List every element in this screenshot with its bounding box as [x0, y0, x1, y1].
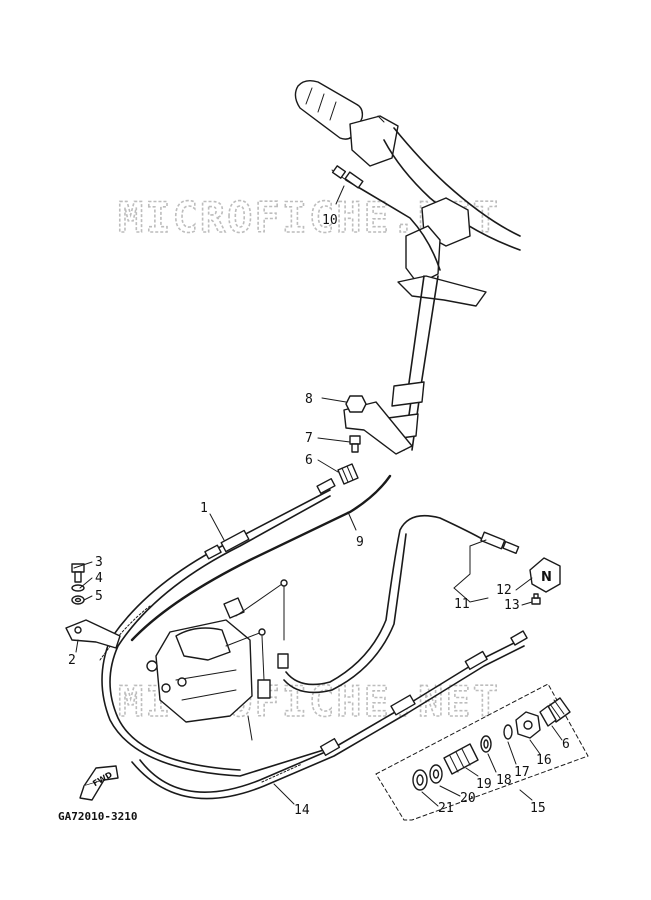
- callout-5: 5: [95, 589, 103, 604]
- part-19-body: [443, 743, 479, 775]
- part-20-washer: [429, 764, 443, 784]
- part-13-screw: [531, 593, 541, 605]
- part-16-nut: [515, 711, 541, 739]
- callout-13: 13: [504, 598, 520, 613]
- callout-12: 12: [496, 583, 512, 598]
- callout-6b: 6: [562, 737, 570, 752]
- diagram-code: GA72010-3210: [58, 810, 137, 823]
- callout-2: 2: [68, 653, 76, 668]
- part-12-knob: N: [529, 557, 561, 593]
- part-5-washer: [71, 595, 85, 605]
- part-17-washer: [503, 724, 513, 740]
- callout-11: 11: [454, 597, 470, 612]
- callout-19: 19: [476, 777, 492, 792]
- fwd-arrow-icon: FWD: [79, 765, 119, 801]
- handlebar-assembly: [294, 79, 521, 455]
- part-21-seal: [412, 769, 428, 791]
- callout-20: 20: [460, 791, 476, 806]
- part-6-boot: [337, 463, 359, 485]
- callout-15: 15: [530, 801, 546, 816]
- callout-21: 21: [438, 801, 454, 816]
- callout-6a: 6: [305, 453, 313, 468]
- part-9-cable: [99, 474, 392, 661]
- callout-7: 7: [305, 431, 313, 446]
- callouts: 10 8 7 6 1 9 3 4 5 2 12 13 11 14 15 6 16…: [68, 213, 570, 818]
- callout-10: 10: [322, 213, 338, 228]
- part-7-bolt: [349, 435, 361, 453]
- part-18-oring: [480, 735, 492, 753]
- kit-15-box: [375, 683, 589, 821]
- knob-label: N: [541, 570, 552, 585]
- callout-16: 16: [536, 753, 552, 768]
- part-14-cable: [131, 630, 528, 800]
- callout-14: 14: [294, 803, 310, 818]
- callout-17: 17: [514, 765, 530, 780]
- callout-8: 8: [305, 392, 313, 407]
- part-3-screw: [71, 563, 85, 583]
- callout-4: 4: [95, 571, 103, 586]
- part-1-cable: [101, 478, 336, 777]
- part-11-choke-cable: [283, 514, 520, 694]
- part-10-cable-end: [331, 165, 364, 189]
- callout-1: 1: [200, 501, 208, 516]
- callout-18: 18: [496, 773, 512, 788]
- part-8-nut: [345, 395, 367, 413]
- leader-lines: [73, 185, 563, 807]
- part-6b-nozzle: [539, 697, 571, 727]
- carburetor: [146, 579, 289, 741]
- part-4-washer: [71, 584, 85, 592]
- callout-3: 3: [95, 555, 103, 570]
- callout-9: 9: [356, 535, 364, 550]
- part-2-clamp: [65, 619, 121, 649]
